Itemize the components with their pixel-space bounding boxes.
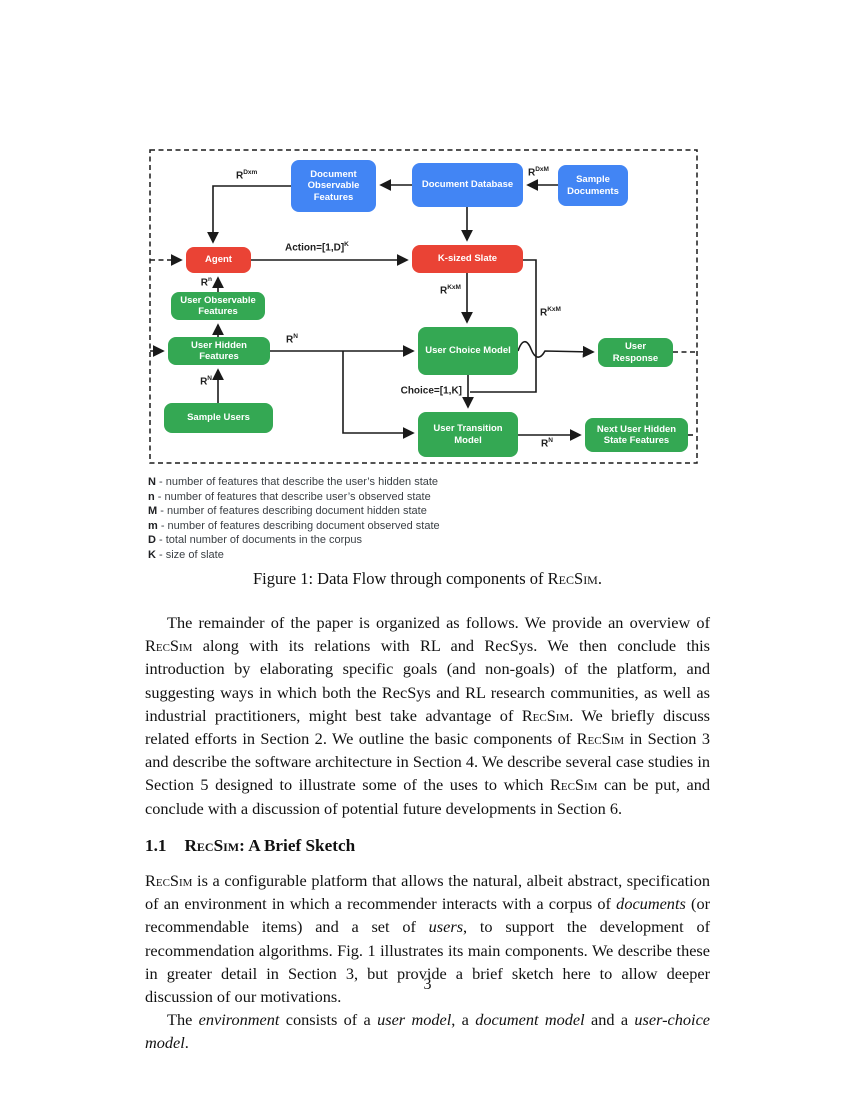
legend-line-n: n - number of features that describe use… — [148, 490, 431, 503]
box-document-observable-features: Document Observable Features — [291, 160, 376, 212]
arrow-doc-observable-to-agent — [207, 185, 291, 244]
box-user-choice-model: User Choice Model — [418, 327, 518, 375]
paragraph-1: The remainder of the paper is organized … — [145, 613, 711, 818]
edge-label-r-dxm: RDxm — [236, 169, 258, 182]
edge-label-r-dxM: RDxM — [528, 166, 549, 179]
diagram-dashed-boundary — [149, 149, 698, 464]
box-k-sized-slate: K-sized Slate — [412, 245, 523, 273]
legend-line-N: N - number of features that describe the… — [148, 476, 439, 488]
box-document-database: Document Database — [412, 163, 523, 207]
box-user-response: User Response — [598, 338, 673, 367]
section-number: 1.1 — [145, 835, 167, 855]
box-sample-users: Sample Users — [164, 403, 273, 433]
arrow-choice-to-response-squiggle — [517, 340, 595, 358]
line-slate-to-transition — [470, 259, 537, 393]
figure-arrows — [149, 149, 698, 464]
edge-label-r-N-transition: RN — [541, 437, 553, 450]
legend-line-D: D - total number of documents in the cor… — [148, 534, 363, 547]
edge-label-r-N-hidden: RN — [286, 333, 298, 346]
body-text-column: The remainder of the paper is organized … — [145, 611, 710, 1055]
edge-label-r-kxm-slate: RKxM — [440, 284, 461, 297]
section-title: RecSim: A Brief Sketch — [184, 835, 356, 855]
section-heading-1-1: 1.1 RecSim: A Brief Sketch — [145, 834, 710, 857]
box-next-user-hidden-state-features: Next User Hidden State Features — [585, 418, 688, 452]
box-user-hidden-features: User Hidden Features — [168, 337, 270, 365]
box-user-observable-features: User Observable Features — [171, 292, 265, 320]
box-agent: Agent — [186, 247, 251, 273]
arrow-user-hidden-to-transition — [342, 351, 415, 439]
edge-label-r-kxm-right: RKxM — [540, 306, 561, 319]
box-sample-documents: Sample Documents — [558, 165, 628, 206]
figure-1-diagram: Document Observable Features Document Da… — [140, 140, 710, 470]
legend-line-K: K - size of slate — [148, 548, 224, 561]
edge-label-choice: Choice=[1,K] — [400, 385, 462, 397]
box-user-transition-model: User Transition Model — [418, 412, 518, 457]
legend-line-m: m - number of features describing docume… — [148, 519, 440, 532]
figure-legend: N - number of features that describe the… — [148, 475, 440, 563]
paragraph-2: RecSim is a configurable platform that a… — [145, 871, 711, 1007]
edge-label-action: Action=[1,D]K — [285, 241, 349, 254]
edge-label-r-n-lower: Rn — [200, 276, 212, 289]
figure-caption: Figure 1: Data Flow through components o… — [253, 569, 602, 588]
paragraph-3: The environment consists of a user model… — [145, 1010, 711, 1053]
edge-label-r-N-sample-users: RN — [200, 375, 212, 388]
legend-line-M: M - number of features describing docume… — [148, 505, 427, 518]
page-number: 3 — [423, 976, 432, 993]
